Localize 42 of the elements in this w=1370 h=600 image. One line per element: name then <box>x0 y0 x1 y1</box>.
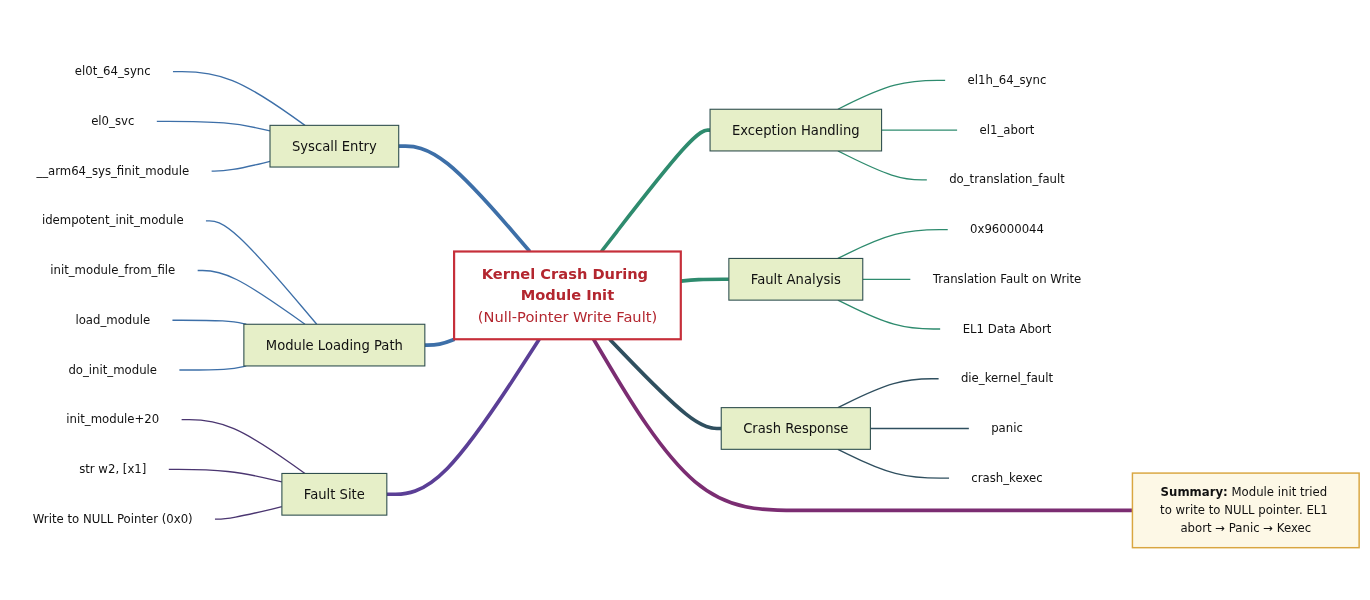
node-text: el1h_64_sync <box>967 73 1047 88</box>
node-box: Fault Analysis <box>728 258 864 301</box>
node-text: idempotent_init_module <box>41 213 184 228</box>
node-text: do_init_module <box>68 362 158 377</box>
node-text: init_module+20 <box>66 412 160 427</box>
node-box: Fault Site <box>281 473 388 516</box>
node-box: Kernel Crash During Module Init (Null-Pointer Write Fault) <box>453 250 682 341</box>
connector <box>424 337 456 348</box>
node-text: Translation Fault on Write <box>932 272 1082 287</box>
node-text: panic <box>991 421 1023 436</box>
connector <box>837 299 942 330</box>
node-text: el0_svc <box>91 114 135 129</box>
connector <box>210 161 271 172</box>
connector <box>837 448 951 480</box>
connector <box>837 229 949 260</box>
connector <box>155 120 271 132</box>
node-text: crash_kexec <box>971 471 1043 486</box>
node-text: load_module <box>75 313 151 328</box>
node-text: str w2, [x1] <box>79 462 147 477</box>
node-text: init_module_from_file <box>50 263 176 278</box>
node-text: el0t_64_sync <box>74 64 151 79</box>
connector <box>196 270 306 326</box>
connector <box>680 277 729 284</box>
connector <box>172 71 306 127</box>
connector <box>180 419 306 475</box>
node-box: Summary: Module init tried to write to NULL pointer. EL1 abort → Panic → Kexec <box>1131 472 1360 549</box>
node-box: Syscall Entry <box>269 125 400 168</box>
node-text: el1_abort <box>979 123 1035 137</box>
connector <box>837 378 940 409</box>
node-text: __arm64_sys_finit_module <box>36 163 190 178</box>
node-text: die_kernel_fault <box>960 371 1054 386</box>
connector <box>837 79 947 111</box>
node-text: EL1 Data Abort <box>962 321 1052 336</box>
node-text: 0x96000044 <box>970 222 1044 237</box>
node-box: Module Loading Path <box>243 323 426 367</box>
connector <box>386 338 541 497</box>
node-box: Crash Response <box>720 407 871 451</box>
node-text: Write to NULL Pointer (0x0) <box>32 512 193 526</box>
connector <box>204 220 318 326</box>
connector <box>862 278 912 281</box>
node-text: do_translation_fault <box>949 172 1065 187</box>
node-box: Exception Handling <box>709 108 883 152</box>
